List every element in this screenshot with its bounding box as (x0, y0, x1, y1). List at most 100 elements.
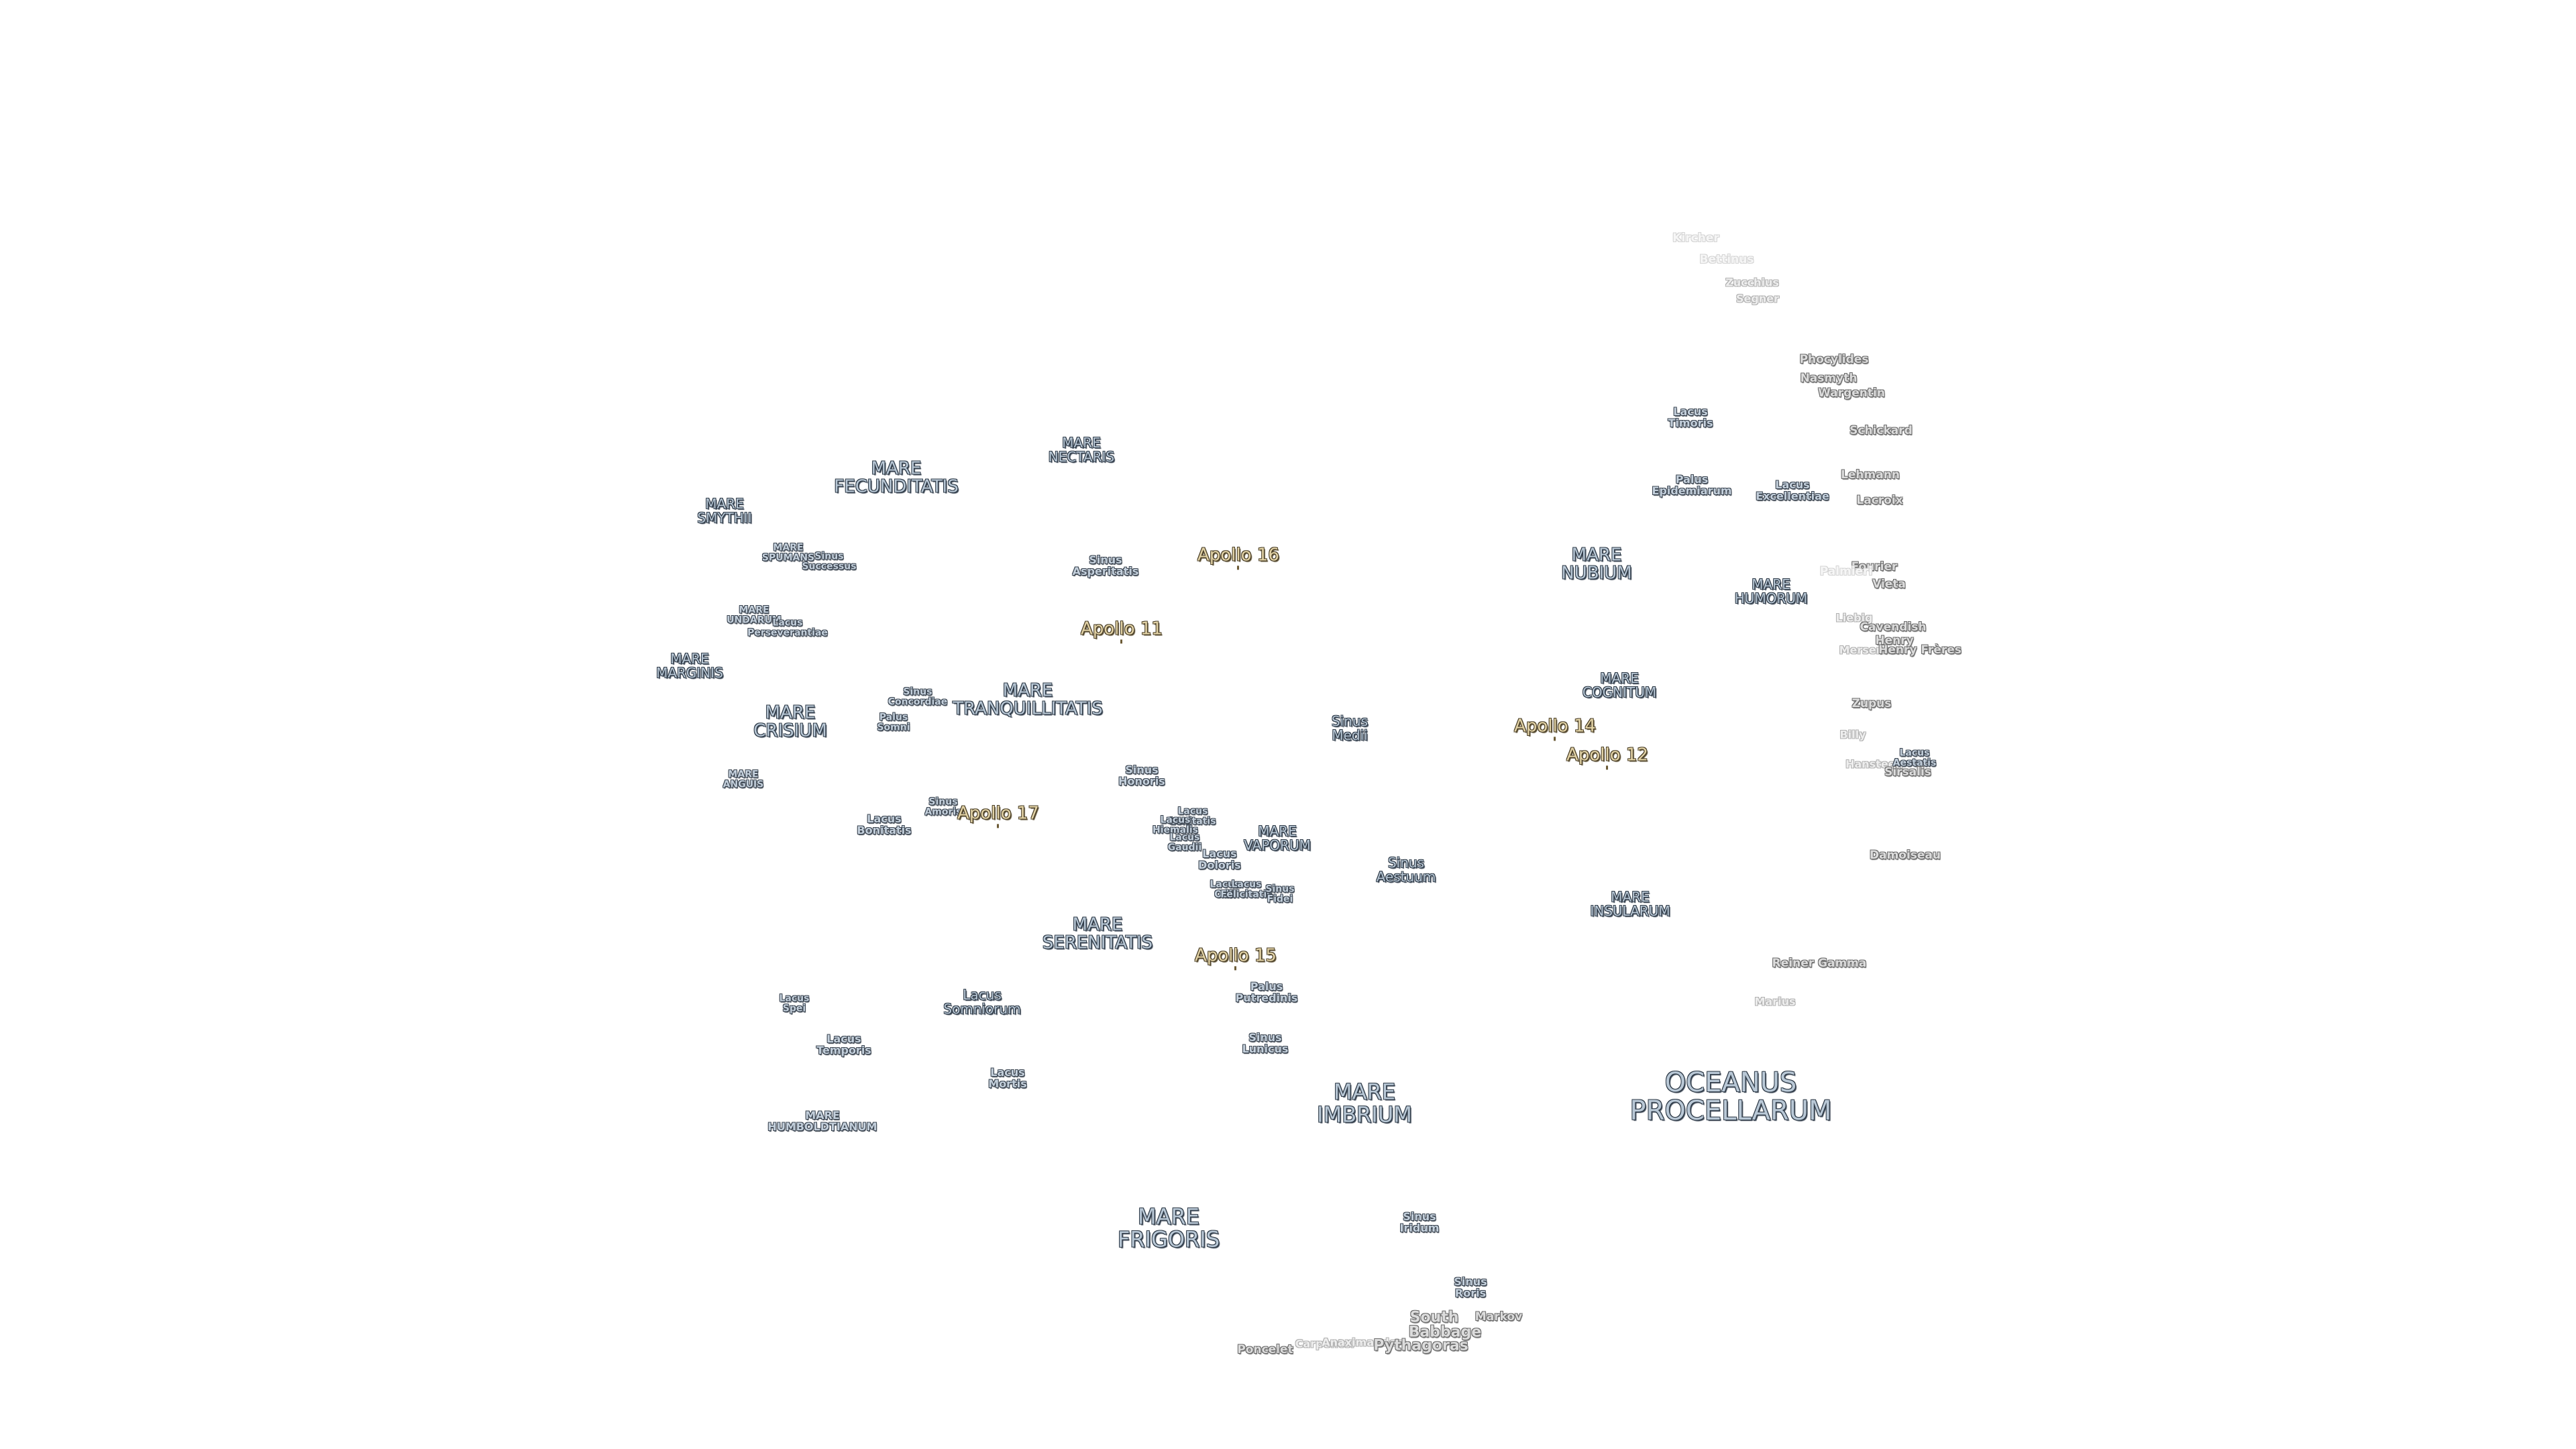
map-label-lacus-somniorum: Lacus Somniorum (943, 988, 1020, 1016)
map-label-text: MARE CRISIUM (753, 702, 827, 741)
map-label-text: Damoiseau (1869, 849, 1941, 863)
landing-site-marker-icon (1554, 737, 1556, 741)
map-label-pythagoras: Pythagoras (1373, 1338, 1468, 1353)
map-label-apollo-14: Apollo 14 (1514, 717, 1596, 741)
map-label-apollo-15: Apollo 15 (1195, 945, 1277, 971)
map-label-sinus-roris: Sinus Roris (1454, 1275, 1487, 1299)
map-label-text: Palus Epidemiarum (1652, 473, 1732, 497)
map-label-text: Apollo 14 (1514, 716, 1596, 737)
map-label-sinus-asperitatis: Sinus Asperitatis (1072, 553, 1139, 578)
landing-site-marker-icon (1237, 566, 1240, 570)
map-label-text: Palus Putredinis (1235, 980, 1298, 1004)
map-label-phocylides: Phocylides (1800, 354, 1869, 366)
map-label-lehmann: Lehmann (1841, 468, 1900, 482)
map-label-text: MARE INSULARUM (1590, 889, 1670, 919)
landing-site-marker-icon (1234, 966, 1237, 971)
map-label-text: MARE COGNITUM (1582, 670, 1657, 700)
map-label-mare-tranquillitatis: MARE TRANQUILLITATIS (953, 682, 1103, 719)
map-label-mersenius: Mersenius (1839, 645, 1902, 657)
map-label-text: Lacus Excellentiae (1756, 478, 1829, 502)
map-label-sinus-concordiae: Sinus Concordiae (888, 687, 947, 706)
map-label-sinus-aestuum: Sinus Aestuum (1377, 856, 1436, 884)
map-label-text: Lacus Timoris (1668, 405, 1713, 429)
map-label-text: Lehmann (1841, 468, 1900, 482)
map-label-lacus-aestatis: Lacus Aestatis (1893, 748, 1937, 767)
map-label-sinus-successus: Sinus Successus (802, 551, 856, 571)
map-label-text: Sinus Successus (802, 551, 857, 572)
map-label-text: Schickard (1849, 424, 1913, 438)
map-label-text: MARE NECTARIS (1048, 435, 1115, 465)
map-label-anaximander: Anaximander (1322, 1336, 1402, 1349)
map-label-cavendish: Cavendish (1860, 621, 1927, 634)
map-label-text: MARE SMYTHII (697, 496, 752, 526)
landing-site-marker-icon (1120, 639, 1123, 644)
map-label-kircher: Kircher (1672, 231, 1719, 246)
map-label-text: Nasmyth (1800, 372, 1858, 386)
map-label-text: Markov (1474, 1310, 1523, 1324)
map-label-lacus-timoris: Lacus Timoris (1668, 405, 1713, 429)
map-label-mare-nubium: MARE NUBIUM (1561, 546, 1631, 584)
map-label-lacus-excellentiae: Lacus Excellentiae (1756, 478, 1829, 502)
map-label-lacus-bonitatis: Lacus Bonitatis (857, 813, 911, 837)
map-label-lacus-perseverantiae: Lacus Perseverantiae (747, 618, 828, 637)
map-label-marius: Marius (1754, 995, 1796, 1008)
map-label-text: Sinus Lunicus (1242, 1031, 1289, 1055)
map-label-damoiseau: Damoiseau (1869, 849, 1941, 863)
map-label-text: Pythagoras (1373, 1337, 1468, 1354)
map-label-apollo-12: Apollo 12 (1566, 745, 1648, 770)
map-label-lacus-mortis: Lacus Mortis (988, 1067, 1026, 1090)
map-label-text: Sinus Medii (1331, 713, 1368, 743)
map-label-text: Anaximander (1322, 1336, 1402, 1349)
map-label-text: MARE IMBRIUM (1317, 1079, 1412, 1127)
map-label-text: Palus Somni (877, 712, 910, 733)
map-label-mare-serenitatis: MARE SERENITATIS (1042, 916, 1152, 953)
map-label-text: Lacus Somniorum (943, 987, 1021, 1017)
map-label-text: Zupus (1851, 697, 1892, 711)
map-label-text: Lacus Lenitatis (1169, 806, 1216, 826)
map-label-mare-smythii: MARE SMYTHII (697, 497, 751, 525)
map-label-lacus-spei: Lacus Spei (780, 994, 810, 1013)
map-label-fourier: Fourier (1851, 561, 1898, 574)
map-label-carpenter: Carpenter (1295, 1337, 1356, 1350)
map-label-text: Sinus Fidei (1265, 883, 1295, 904)
landing-site-marker-icon (1606, 765, 1609, 770)
map-label-text: Apollo 12 (1566, 745, 1648, 765)
map-label-mare-insularum: MARE INSULARUM (1590, 890, 1670, 918)
map-label-text: Sinus Honoris (1118, 763, 1165, 788)
map-label-sinus-fidei: Sinus Fidei (1265, 884, 1294, 904)
map-label-vieta: Vieta (1872, 578, 1906, 592)
map-label-sinus-medii: Sinus Medii (1332, 714, 1368, 743)
map-label-text: Sinus Roris (1454, 1275, 1487, 1299)
map-label-text: Lacus Odii (1210, 879, 1240, 900)
map-label-text: Marius (1754, 995, 1796, 1008)
map-label-lacus-hiemalis: Lacus Hiemalis (1152, 815, 1198, 835)
map-label-text: Lacus Doloris (1198, 847, 1241, 871)
map-label-mare-vaporum: MARE VAPORUM (1244, 824, 1311, 853)
map-label-markov: Markov (1475, 1311, 1522, 1324)
map-label-sinus-honoris: Sinus Honoris (1118, 763, 1165, 788)
map-label-mare-imbrium: MARE IMBRIUM (1317, 1081, 1412, 1126)
map-label-text: Henry Frères (1878, 643, 1962, 657)
map-label-text: Kircher (1672, 231, 1719, 246)
map-label-text: Zucchius (1725, 276, 1779, 289)
map-label-text: Carpenter (1295, 1337, 1356, 1350)
map-label-text: MARE SPUMANS (761, 542, 815, 563)
map-label-babbage: Babbage (1409, 1324, 1482, 1340)
map-label-segner: Segner (1736, 293, 1779, 305)
map-label-text: MARE FRIGORIS (1117, 1203, 1220, 1252)
map-label-lacus-doloris: Lacus Doloris (1198, 847, 1241, 871)
map-label-text: Poncelet (1237, 1343, 1293, 1357)
map-label-text: MARE VAPORUM (1244, 823, 1311, 853)
map-label-bettinus: Bettinus (1700, 254, 1754, 266)
map-label-text: Hansteen (1845, 757, 1903, 771)
map-label-text: Sinus Asperitatis (1072, 553, 1139, 578)
map-label-text: Liebig (1835, 611, 1873, 625)
map-label-text: Palmieri (1819, 565, 1873, 579)
map-label-text: Apollo 11 (1081, 619, 1163, 639)
map-label-lacus-gaudii: Lacus Gaudii (1168, 833, 1202, 852)
map-label-text: Apollo 15 (1195, 945, 1277, 966)
map-label-text: Apollo 16 (1197, 545, 1279, 566)
map-label-mare-crisium: MARE CRISIUM (753, 704, 827, 741)
map-label-henry-freres: Henry Frères (1878, 643, 1962, 657)
map-label-text: Vieta (1872, 578, 1906, 592)
